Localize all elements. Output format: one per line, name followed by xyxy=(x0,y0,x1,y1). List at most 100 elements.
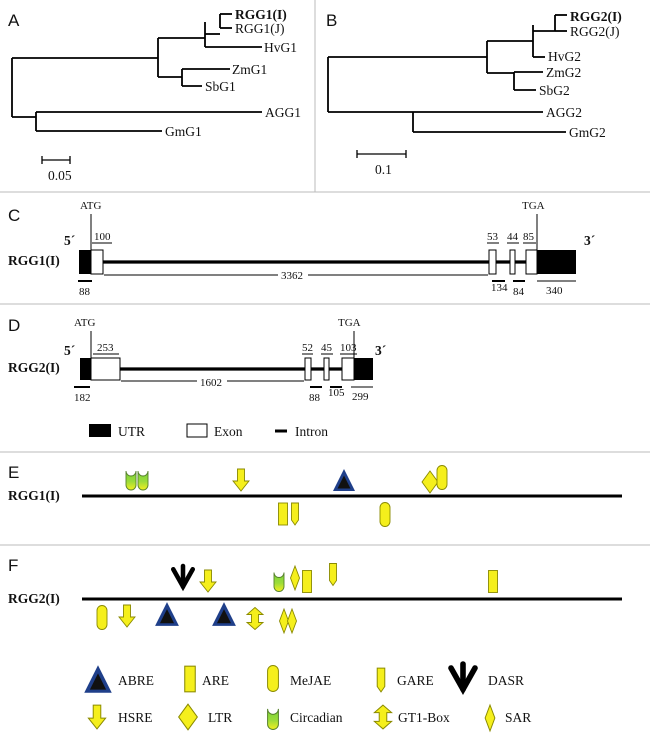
exon-4-d xyxy=(341,357,355,381)
taxon-hvg2: HvG2 xyxy=(548,49,581,64)
atg-label-d: ATG xyxy=(74,317,95,329)
legend-exon-swatch xyxy=(186,423,208,438)
scale-bar-b xyxy=(356,150,407,158)
hsre-icon xyxy=(199,569,217,593)
abre-icon xyxy=(333,469,355,491)
gare-icon xyxy=(290,502,300,526)
gene-label-f: RGG2(I) xyxy=(8,591,60,606)
section-dividers xyxy=(0,0,650,546)
mejae-icon xyxy=(96,604,108,631)
exon-1-d xyxy=(90,357,121,381)
tree-b-branches xyxy=(327,14,567,133)
taxon-rgg1-j: RGG1(J) xyxy=(235,21,285,36)
scale-label-a: 0.05 xyxy=(48,168,72,183)
taxon-sbg2: SbG2 xyxy=(539,83,570,98)
ltr-icon xyxy=(421,470,439,494)
len-intron-3-c: 84 xyxy=(513,286,525,298)
len-utr-3-c: 340 xyxy=(546,285,563,297)
hsre-icon xyxy=(118,604,136,628)
taxon-zmg2: ZmG2 xyxy=(546,65,581,80)
structure-legend: UTR Exon Intron xyxy=(89,423,328,439)
panel-b: B RGG2(I) RGG2(J) HvG2 ZmG2 SbG2 AGG2 xyxy=(326,9,622,177)
utr-5-c xyxy=(79,250,91,274)
len-exon-1-d: 253 xyxy=(97,342,114,354)
len-exon-4-d: 103 xyxy=(340,342,357,354)
tree-a-branches xyxy=(11,13,262,132)
gene-label-e: RGG1(I) xyxy=(8,488,60,503)
len-exon-1-c: 100 xyxy=(94,231,111,243)
mejae-icon xyxy=(436,464,448,491)
panel-c: C 5´ 3´ RGG1(I) ATG TGA 100 53 44 85 88 … xyxy=(8,200,595,298)
gene-label-d: RGG2(I) xyxy=(8,360,60,375)
panel-e: E RGG1(I) xyxy=(8,463,622,528)
len-utr-5-c: 88 xyxy=(79,286,91,298)
three-prime-c: 3´ xyxy=(584,233,595,248)
are-icon xyxy=(277,502,289,526)
sar-icon xyxy=(289,565,301,591)
three-prime-d: 3´ xyxy=(375,343,386,358)
panel-d: D 5´ 3´ RGG2(I) ATG TGA 253 52 45 103 18… xyxy=(8,316,386,404)
dasr-icon xyxy=(451,664,475,689)
legend-intron-label: Intron xyxy=(295,424,328,439)
gene-label-c: RGG1(I) xyxy=(8,253,60,268)
exon-3-c xyxy=(509,249,516,275)
five-prime-d: 5´ xyxy=(64,343,75,358)
len-exon-4-c: 85 xyxy=(523,231,535,243)
len-intron-1-c: 3362 xyxy=(281,270,303,282)
legend-utr-label: UTR xyxy=(118,424,145,439)
tga-label-c: TGA xyxy=(522,200,545,212)
len-utr-5-d: 182 xyxy=(74,392,91,404)
sar-icon xyxy=(484,704,496,732)
legend-ltr-label: LTR xyxy=(208,710,232,725)
utr-3-d xyxy=(354,358,373,380)
scale-label-b: 0.1 xyxy=(375,162,392,177)
panel-f: F RGG2(I) xyxy=(8,556,622,634)
taxon-hvg1: HvG1 xyxy=(264,40,297,55)
ltr-icon xyxy=(178,703,198,731)
panel-e-label: E xyxy=(8,463,19,482)
panel-d-label: D xyxy=(8,316,20,335)
len-intron-1-d: 1602 xyxy=(200,377,222,389)
legend-abre-label: ABRE xyxy=(118,673,154,688)
exon-2-d xyxy=(304,357,312,381)
len-exon-3-d: 45 xyxy=(321,342,333,354)
atg-label-c: ATG xyxy=(80,200,101,212)
len-exon-3-c: 44 xyxy=(507,231,519,243)
legend-gt1-box-label: GT1-Box xyxy=(398,710,450,725)
taxon-rgg2-i: RGG2(I) xyxy=(570,9,622,24)
are-icon xyxy=(301,569,313,594)
abre-icon xyxy=(155,602,179,626)
len-utr-3-d: 299 xyxy=(352,391,369,403)
len-intron-2-c: 134 xyxy=(491,282,508,294)
exon-2-c xyxy=(488,249,497,275)
legend-are-label: ARE xyxy=(202,673,229,688)
taxon-agg2: AGG2 xyxy=(546,105,582,120)
gt1-box-icon xyxy=(246,606,264,631)
scale-bar-a xyxy=(41,156,71,164)
circadian-icon xyxy=(273,571,285,593)
exon-4-c xyxy=(525,249,538,275)
taxon-gmg1: GmG1 xyxy=(165,124,202,139)
taxon-sbg1: SbG1 xyxy=(205,79,236,94)
legend-circadian-label: Circadian xyxy=(290,710,343,725)
taxon-gmg2: GmG2 xyxy=(569,125,606,140)
taxon-rgg2-j: RGG2(J) xyxy=(570,24,620,39)
gare-icon xyxy=(376,667,386,693)
mejae-icon xyxy=(266,664,280,693)
utr-3-c xyxy=(537,250,576,274)
utr-5-d xyxy=(80,358,91,380)
len-intron-3-d: 105 xyxy=(328,387,345,399)
legend-dasr-label: DASR xyxy=(488,673,524,688)
legend-utr-swatch xyxy=(89,424,111,437)
hsre-icon xyxy=(232,468,250,492)
are-icon xyxy=(487,569,499,594)
gare-icon xyxy=(328,562,338,587)
taxon-zmg1: ZmG1 xyxy=(232,62,267,77)
panel-a: A RGG1(I) RGG1(J) HvG1 ZmG1 SbG1 AGG1 xyxy=(8,7,301,183)
abre-icon xyxy=(84,665,112,693)
dasr-icon xyxy=(173,566,193,587)
len-intron-2-d: 88 xyxy=(309,392,321,404)
element-legend: ABRE ARE MeJAE GARE DASR HSRE LTR Circad… xyxy=(84,664,531,732)
